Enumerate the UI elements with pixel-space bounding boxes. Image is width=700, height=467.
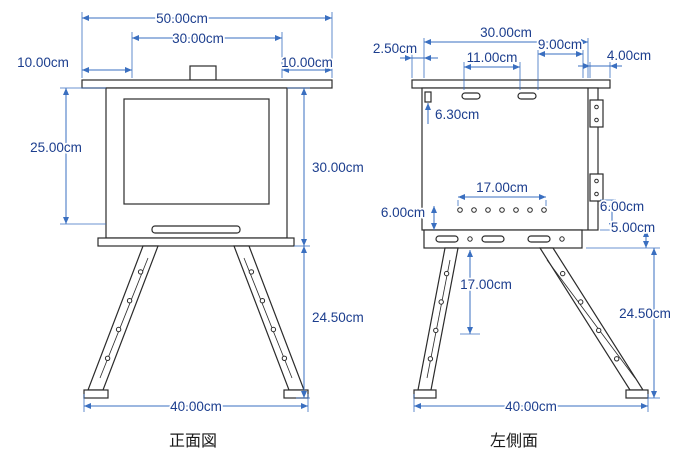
side-hinge-upper	[589, 99, 604, 128]
dim-side-top-width: 30.00cm	[480, 25, 532, 40]
side-small-slot	[424, 91, 432, 103]
side-top-plate	[411, 79, 611, 89]
front-view-caption: 正面図	[169, 433, 217, 450]
front-top-plate	[81, 79, 333, 89]
dim-side-slot-inset: 6.30cm	[435, 107, 479, 122]
dim-side-bracket-height: 5.00cm	[611, 220, 655, 235]
dim-front-base-width: 40.00cm	[170, 399, 222, 414]
dim-side-hole-row-width: 17.00cm	[476, 180, 528, 195]
dim-front-total-width: 50.00cm	[156, 11, 208, 26]
side-stand-outline	[411, 79, 649, 399]
side-rear-leg	[538, 247, 649, 399]
side-front-leg	[413, 247, 459, 399]
dim-side-base-width: 40.00cm	[505, 399, 557, 414]
side-dimension-lines	[400, 39, 657, 409]
front-left-leg	[83, 245, 159, 399]
dim-side-leg-height: 24.50cm	[619, 306, 671, 321]
side-view: 2.50cm 30.00cm 11.00cm 9.00cm 4.00cm 6.3…	[371, 23, 673, 450]
side-top-slot-2	[517, 92, 537, 100]
dim-front-right-overhang: 10.00cm	[281, 55, 333, 70]
dim-side-top-front-offset: 2.50cm	[373, 41, 417, 56]
side-hole-row	[457, 207, 547, 213]
side-bottom-bracket	[423, 229, 583, 249]
dim-side-top-rear-offset: 4.00cm	[607, 48, 651, 63]
side-hinge-lower	[589, 173, 604, 202]
front-screen	[123, 98, 270, 205]
dim-front-inner-width: 30.00cm	[172, 31, 224, 46]
dim-side-hole-row-left-offset: 6.00cm	[381, 205, 425, 220]
dim-front-screen-height: 25.00cm	[30, 140, 82, 155]
front-stand-outline	[81, 65, 333, 399]
side-panel	[421, 87, 599, 231]
front-right-leg	[233, 245, 309, 399]
dim-side-bracket-drop: 17.00cm	[460, 277, 512, 292]
side-top-slot-1	[461, 92, 481, 100]
dim-side-slot-to-edge: 9.00cm	[538, 37, 582, 52]
front-dimension-lines	[63, 15, 332, 409]
front-view: 50.00cm 30.00cm 10.00cm 10.00cm 25.00cm …	[15, 9, 365, 450]
front-base-plate	[97, 237, 295, 247]
front-speaker-slot	[151, 225, 241, 234]
dim-front-body-height: 30.00cm	[312, 160, 364, 175]
dim-front-leg-height: 24.50cm	[312, 310, 364, 325]
dim-side-hole-row-right-offset: 6.00cm	[600, 199, 644, 214]
dim-side-slot-pitch: 11.00cm	[467, 50, 518, 65]
side-view-caption: 左側面	[490, 432, 538, 450]
dim-front-left-overhang: 10.00cm	[17, 55, 69, 70]
front-top-bracket	[189, 65, 217, 81]
